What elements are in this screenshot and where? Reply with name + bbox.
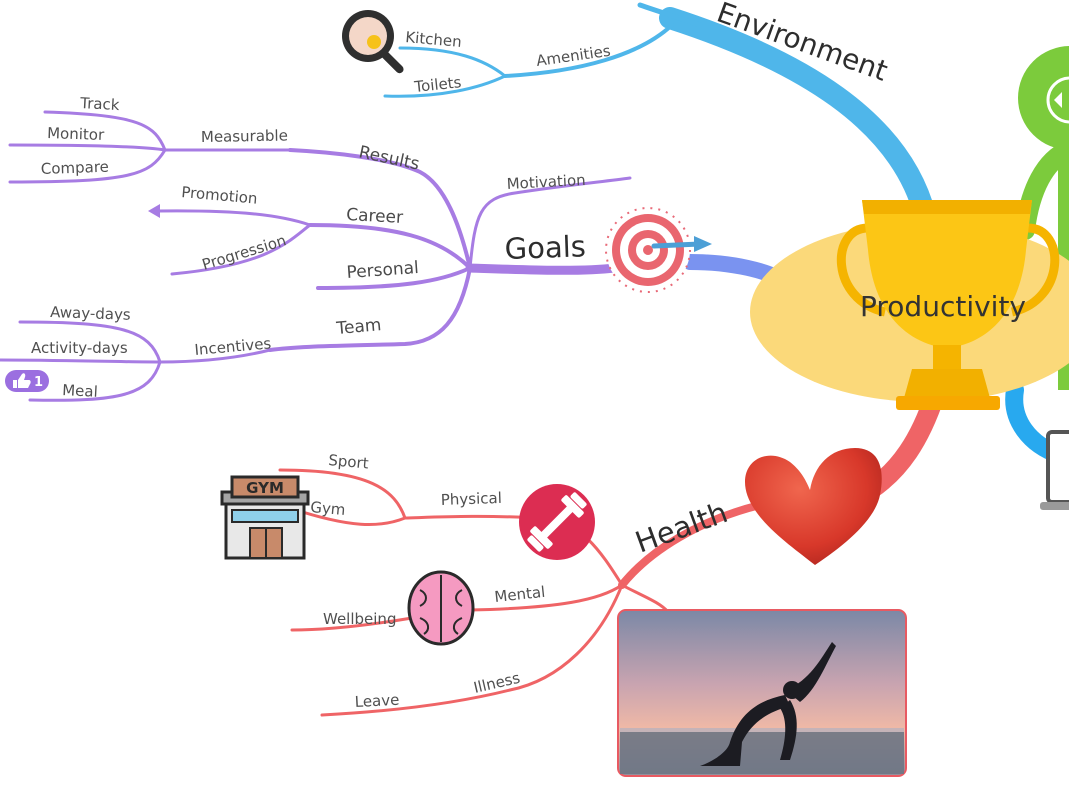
compare-wire (8, 148, 167, 184)
center-node[interactable]: Productivity (750, 200, 1069, 410)
results-wire (288, 148, 472, 270)
physical-label[interactable]: Physical (441, 489, 503, 509)
goals-branch: Goals Motivation Results Measurable Trac… (0, 94, 712, 402)
heart-icon (745, 448, 882, 565)
monitor-label[interactable]: Monitor (47, 124, 105, 144)
sport-wire (278, 468, 407, 520)
brain-icon (407, 570, 475, 646)
incentives-label[interactable]: Incentives (194, 334, 272, 359)
kitchen-label[interactable]: Kitchen (405, 28, 463, 51)
team-wire (268, 266, 472, 352)
goals-main-wire (465, 263, 620, 275)
gym-label[interactable]: Gym (310, 498, 347, 519)
track-label[interactable]: Track (79, 94, 120, 114)
toilets-label[interactable]: Toilets (413, 73, 463, 96)
mental-wire (468, 583, 624, 612)
away-days-label[interactable]: Away-days (50, 303, 131, 324)
center-label: Productivity (860, 290, 1026, 323)
gym-sign-text: GYM (246, 479, 284, 497)
leave-label[interactable]: Leave (354, 691, 400, 711)
trophy-icon (836, 200, 1060, 410)
track-wire (43, 110, 167, 152)
personal-wire (316, 266, 472, 290)
health-label[interactable]: Health (631, 495, 732, 560)
image-wire (620, 583, 670, 614)
toilets-wire (383, 74, 507, 98)
promotion-arrow (148, 204, 160, 218)
environment-trunk (659, 7, 936, 226)
gym-building-icon: GYM (220, 475, 310, 560)
frying-pan-icon (342, 10, 404, 74)
promotion-wire (156, 209, 312, 227)
growth-node[interactable] (1018, 46, 1069, 150)
motivation-wire (468, 176, 632, 270)
like-count: 1 (34, 375, 43, 390)
personal-label[interactable]: Personal (346, 258, 420, 283)
wellbeing-label[interactable]: Wellbeing (323, 610, 396, 628)
goals-label[interactable]: Goals (504, 229, 586, 266)
mental-label[interactable]: Mental (494, 583, 547, 606)
results-label[interactable]: Results (357, 142, 421, 174)
yoga-figure-icon (700, 642, 836, 766)
away-days-wire (18, 320, 162, 364)
thumbs-up-icon (13, 373, 31, 388)
dumbbell-icon (519, 484, 595, 560)
motivation-label[interactable]: Motivation (506, 171, 586, 193)
meal-wire (28, 360, 162, 402)
wellbeing-wire (290, 616, 414, 632)
health-branch: Health Physical Sport Gym GYM (220, 448, 907, 777)
amenities-label[interactable]: Amenities (535, 42, 612, 70)
sport-label[interactable]: Sport (328, 451, 370, 472)
environment-trunk-tip (637, 2, 703, 28)
laptop-icon (1040, 430, 1069, 510)
activity-days-label[interactable]: Activity-days (31, 339, 128, 357)
team-label[interactable]: Team (335, 315, 383, 339)
career-wire (308, 223, 472, 270)
promotion-label[interactable]: Promotion (181, 183, 259, 208)
target-icon (605, 207, 712, 293)
monitor-wire (8, 143, 167, 152)
yoga-photo[interactable] (617, 609, 907, 777)
kitchen-wire (398, 46, 507, 78)
amenities-wire (503, 23, 674, 78)
like-badge[interactable]: 1 (5, 370, 49, 392)
incentives-wire (158, 348, 272, 364)
progression-label[interactable]: Progression (200, 231, 288, 274)
health-main-wire (618, 501, 764, 589)
career-label[interactable]: Career (346, 205, 404, 228)
progression-wire (170, 223, 312, 276)
illness-wire (320, 583, 624, 717)
compare-label[interactable]: Compare (41, 158, 110, 178)
measurable-label[interactable]: Measurable (201, 126, 288, 146)
activity-days-wire (0, 358, 162, 364)
meal-label[interactable]: Meal (62, 381, 98, 401)
gym-wire (288, 506, 407, 526)
